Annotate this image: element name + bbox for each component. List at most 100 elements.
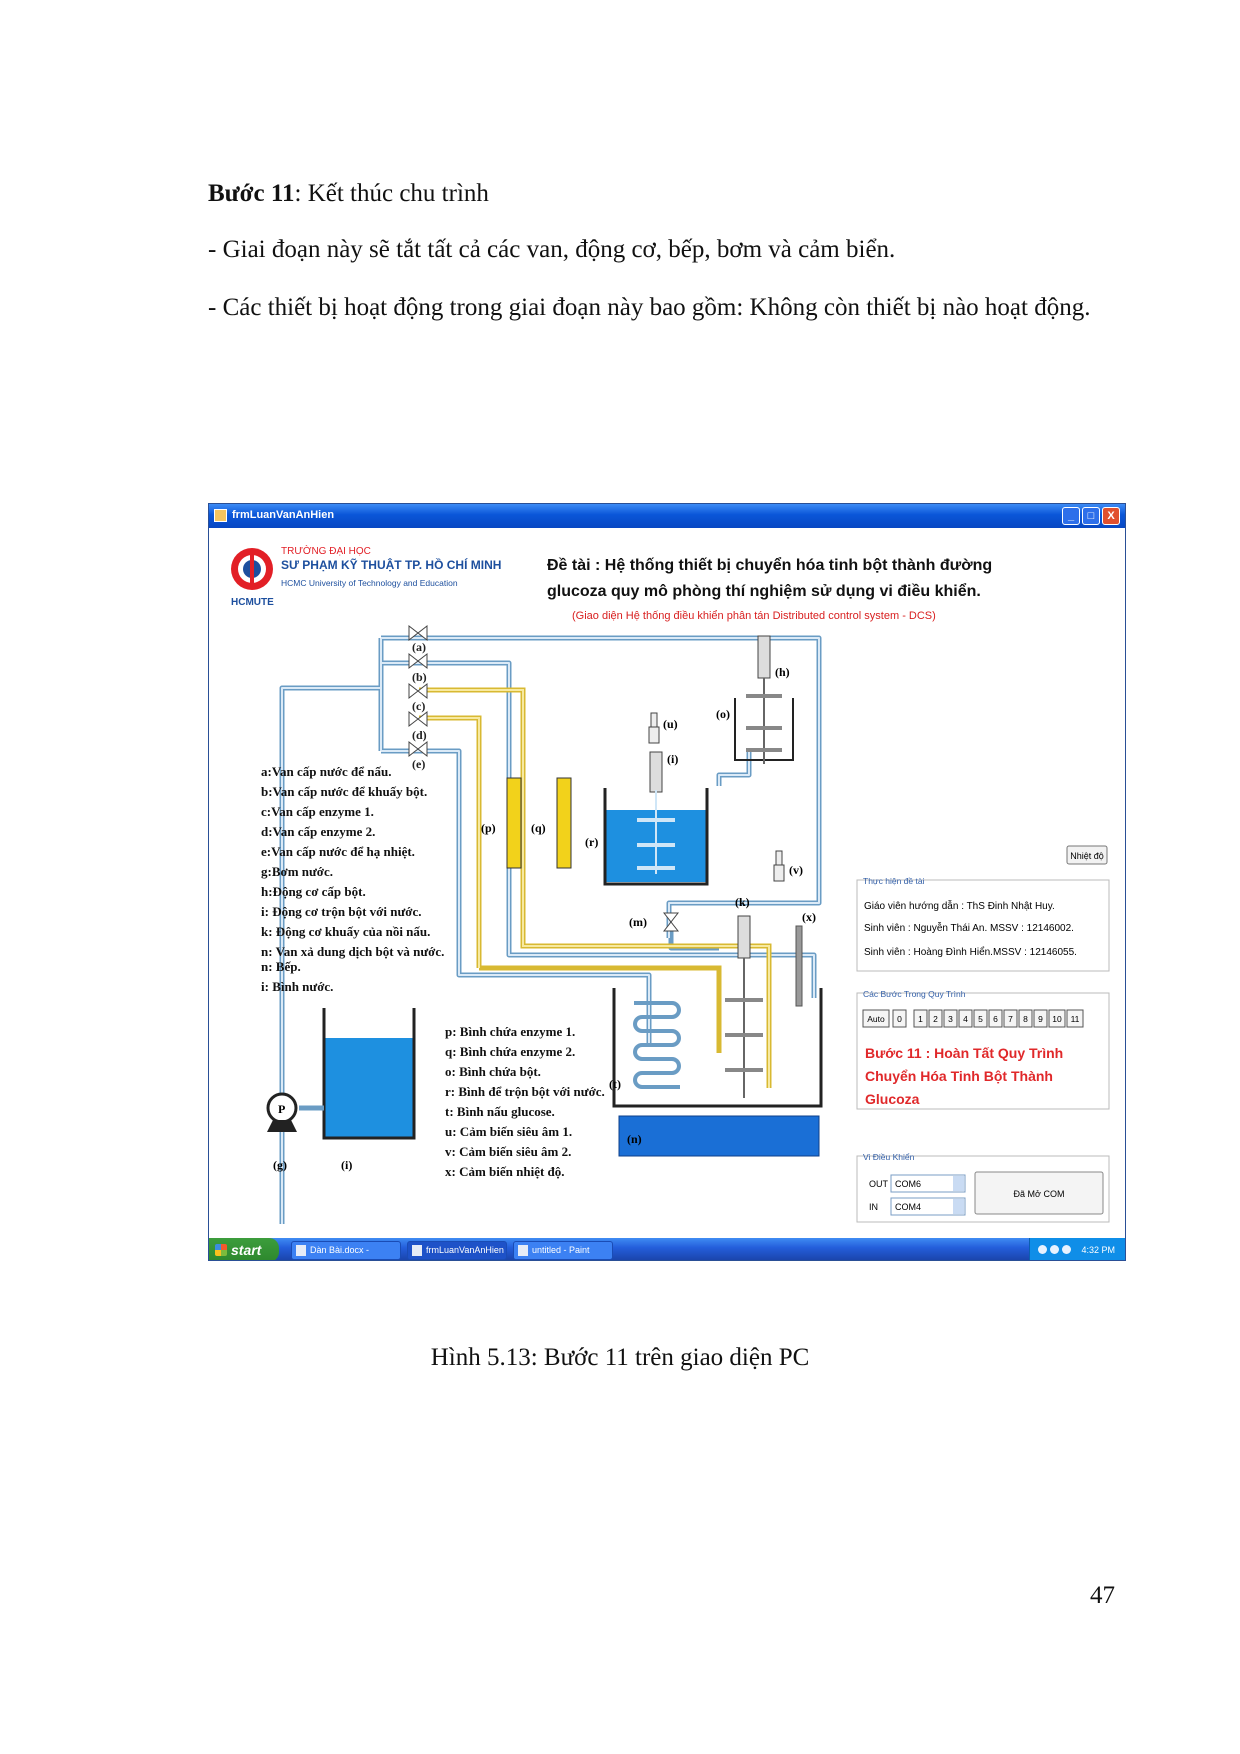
figure-caption: Hình 5.13: Bước 11 trên giao diện PC [430,1344,810,1371]
label-o: (o) [716,707,730,721]
legend-left-item: g:Bơm nước. [261,864,333,879]
legend-bottom-item: t: Bình nấu glucose. [445,1104,555,1119]
step-button[interactable] [973,1009,988,1028]
step-button[interactable] [1066,1009,1084,1028]
taskbar-item[interactable]: frmLuanVanAnHien [407,1241,507,1260]
legend-left-item: d:Van cấp enzyme 2. [261,824,375,839]
label-r: (r) [585,835,598,849]
out-port-select[interactable] [890,1174,966,1193]
enzyme-tank-q [556,777,572,869]
step-button-label: 5 [978,1014,983,1024]
tray-app-icon [1062,1245,1071,1254]
logo-line2: SƯ PHẠM KỸ THUẬT TP. HỒ CHÍ MINH [281,557,501,572]
taskbar-item-label: untitled - Paint [532,1245,590,1255]
system-tray: 4:32 PM [1029,1238,1125,1260]
ultrasonic-sensor-u [648,712,660,744]
legend-bottom-item: x: Cảm biến nhiệt độ. [445,1164,565,1179]
in-port-select[interactable] [890,1197,966,1216]
info-group-title: Thực hiện đề tài [863,876,925,886]
label-p: (p) [481,821,496,835]
topic-line1: Đề tài : Hệ thống thiết bị chuyển hóa ti… [547,556,992,574]
topic-line2: glucoza quy mô phòng thí nghiệm sử dụng … [547,582,981,600]
paragraph-1: - Giai đoạn này sẽ tắt tất cả các van, đ… [208,236,896,263]
taskbar-item-label: frmLuanVanAnHien [426,1245,504,1255]
step-button[interactable] [928,1009,943,1028]
legend-left: a:Van cấp nước để nấu. b:Van cấp nước để… [261,764,444,994]
legend-left-item: i: Bình nước. [261,979,333,994]
paragraph-2: - Các thiết bị hoạt động trong giai đoạn… [208,294,1091,321]
step-button[interactable] [862,1009,890,1028]
process-diagram: HCMUTE TRƯỜNG ĐẠI HỌC SƯ PHẠM KỸ THUẬT T… [231,544,1110,1224]
step-button[interactable] [958,1009,973,1028]
logo-abbr: HCMUTE [231,597,274,608]
legend-left-item: n: Bếp. [261,959,301,974]
taskbar-item[interactable]: untitled - Paint [513,1241,613,1260]
in-label: IN [869,1202,878,1212]
step-button[interactable] [1033,1009,1048,1028]
taskbar: start Dàn Bài.docx - Micros... frmLuanVa… [209,1238,1125,1260]
legend-bottom-item: v: Cảm biến siêu âm 2. [445,1144,571,1159]
label-i-tank: (i) [341,1158,352,1172]
ultrasonic-sensor-v [773,850,785,882]
legend-left-item: n: Van xả dung dịch bột và nước. [261,944,444,959]
legend-left-item: b:Van cấp nước để khuấy bột. [261,784,427,799]
step-button-label: 6 [993,1014,998,1024]
step-button[interactable] [892,1009,907,1028]
step-button[interactable] [1018,1009,1033,1028]
app-icon [412,1245,422,1256]
label-i-motor: (i) [667,752,678,766]
document-icon [296,1245,306,1256]
valve-label-e: (e) [412,757,425,771]
network-icon [1038,1245,1047,1254]
screenshot-figure: frmLuanVanAnHien _ □ X HCMUTE TRƯỜNG ĐẠI… [208,503,1126,1261]
school-logo: HCMUTE TRƯỜNG ĐẠI HỌC SƯ PHẠM KỸ THUẬT T… [231,544,501,608]
status-line: Glucoza [865,1091,920,1107]
legend-left-item: c:Van cấp enzyme 1. [261,804,374,819]
maximize-button[interactable]: □ [1082,507,1100,525]
step-button[interactable] [1048,1009,1066,1028]
label-m: (m) [629,915,647,929]
valve-label-b: (b) [412,670,427,684]
logo-line1: TRƯỜNG ĐẠI HỌC [281,544,371,557]
step-button[interactable] [988,1009,1003,1028]
volume-icon [1050,1245,1059,1254]
legend-left-item: i: Động cơ trộn bột với nước. [261,904,421,919]
control-panel: Nhiệt độ Thực hiện đề tài Giáo viên hướn… [856,845,1110,1223]
steps-group-title: Các Bước Trong Quy Trình [863,989,966,999]
mcu-group-title: Vi Điều Khiển [863,1152,915,1162]
window-title: frmLuanVanAnHien [232,509,335,521]
out-label: OUT [869,1179,889,1189]
minimize-button[interactable]: _ [1062,507,1080,525]
page-number: 47 [1090,1582,1115,1609]
water-tank-i [322,1008,416,1140]
out-port-value: COM6 [895,1179,921,1189]
label-x: (x) [802,910,816,924]
step-button-label: 2 [933,1014,938,1024]
info-line: Sinh viên : Hoàng Đình Hiển.MSSV : 12146… [864,946,1077,958]
step-button-label: 4 [963,1014,968,1024]
close-button[interactable]: X [1102,507,1120,525]
temperature-button[interactable] [1066,845,1108,865]
powder-tank-o [734,635,794,764]
info-line: Giáo viên hướng dẫn : ThS Đinh Nhật Huy. [864,899,1055,912]
label-k: (k) [735,895,750,909]
info-line: Sinh viên : Nguyễn Thái An. MSSV : 12146… [864,921,1074,934]
temperature-button-label: Nhiệt độ [1070,851,1104,861]
valve-label-c: (c) [412,699,425,713]
step-button[interactable] [913,1009,928,1028]
legend-left-item: k: Động cơ khuấy của nồi nấu. [261,924,430,939]
start-button[interactable]: start [209,1238,279,1260]
legend-bottom: p: Bình chứa enzyme 1. q: Bình chứa enzy… [445,1024,605,1179]
legend-left-item: e:Van cấp nước để hạ nhiệt. [261,844,415,859]
in-chevron-down-icon [953,1199,964,1214]
taskbar-item[interactable]: Dàn Bài.docx - Micros... [291,1241,401,1260]
step-button[interactable] [943,1009,958,1028]
clock: 4:32 PM [1081,1245,1115,1255]
step-button-label: 0 [897,1014,902,1024]
open-com-button[interactable] [974,1171,1104,1215]
step-button[interactable] [1003,1009,1018,1028]
drain-valve-m [662,912,680,932]
label-h: (h) [775,665,790,679]
in-port-value: COM4 [895,1202,921,1212]
pump-label: P [278,1102,285,1116]
